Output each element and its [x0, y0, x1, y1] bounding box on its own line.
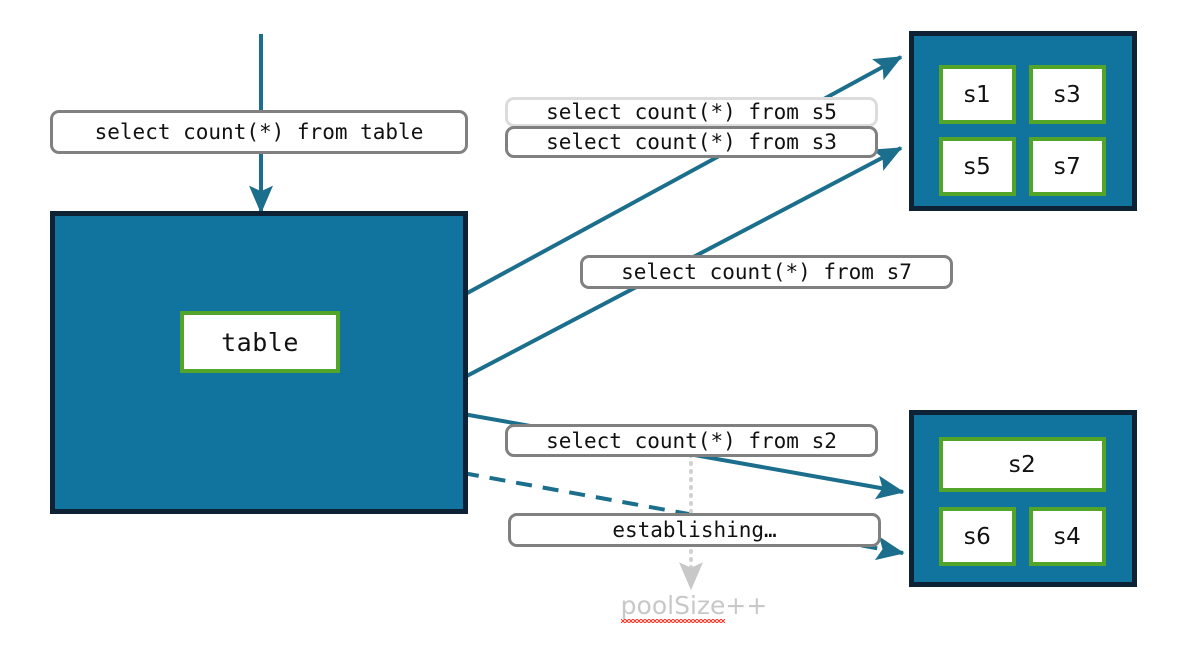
server-node-s2[interactable]: s2: [939, 437, 1106, 492]
query-label-s3[interactable]: select count(*) from s3: [505, 126, 878, 158]
server-node-s6[interactable]: s6: [939, 507, 1016, 566]
pool-size-note-word: poolSize: [620, 591, 726, 623]
server-node-s4[interactable]: s4: [1029, 507, 1106, 566]
node-table[interactable]: table: [180, 311, 340, 373]
query-label-establishing[interactable]: establishing…: [508, 513, 881, 547]
server-node-s3[interactable]: s3: [1029, 65, 1106, 124]
server-node-s7[interactable]: s7: [1029, 137, 1106, 196]
query-label-table[interactable]: select count(*) from table: [50, 110, 468, 154]
query-label-s7[interactable]: select count(*) from s7: [580, 255, 953, 289]
query-label-s5[interactable]: select count(*) from s5: [505, 97, 878, 127]
query-label-s2[interactable]: select count(*) from s2: [505, 424, 878, 457]
pool-size-note: poolSize++: [604, 591, 784, 623]
server-node-s5[interactable]: s5: [939, 137, 1016, 196]
server-node-s1[interactable]: s1: [939, 65, 1016, 124]
pool-size-note-suffix: ++: [725, 591, 768, 620]
